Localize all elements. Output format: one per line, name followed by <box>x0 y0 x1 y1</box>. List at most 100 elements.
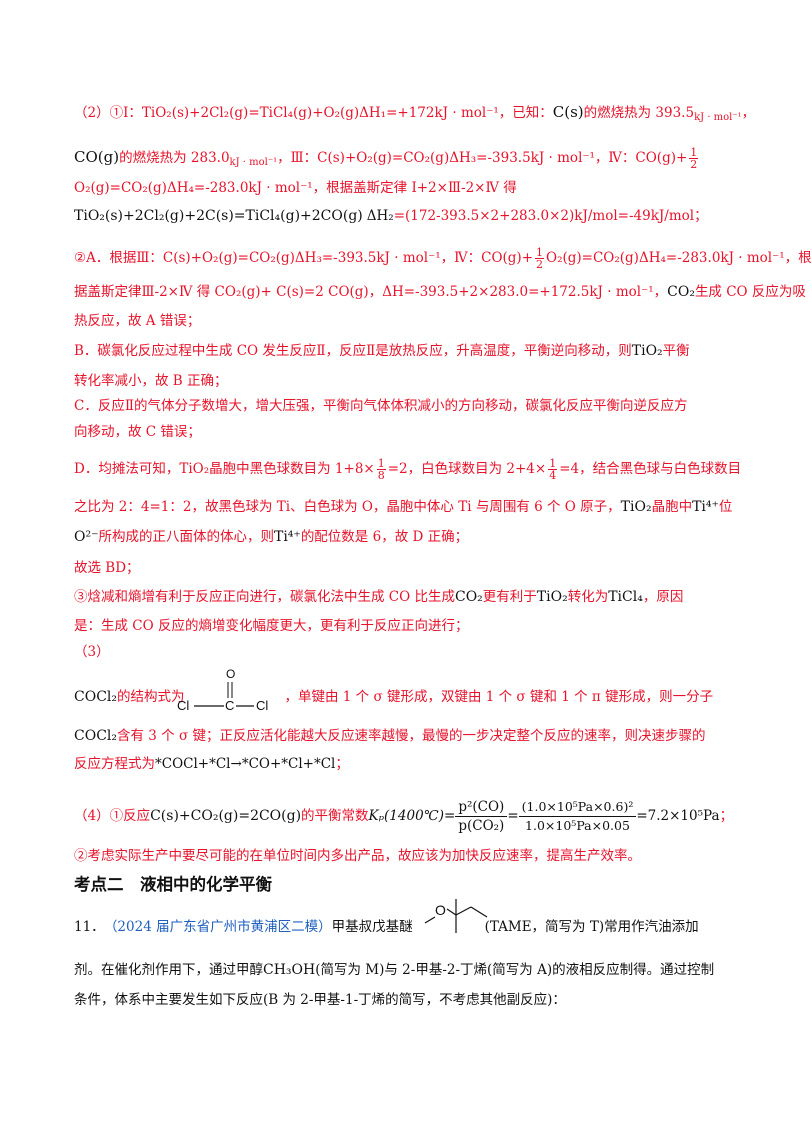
text-line: ②A．根据Ⅲ：C(s)+O₂(g)=CO₂(g)ΔH₃=-393.5kJ · m… <box>74 246 812 271</box>
equation: C(s)+CO₂(g)=2CO(g) <box>150 808 302 824</box>
mechanism-step: *COCl+*Cl→*CO+*Cl+*Cl <box>155 756 336 772</box>
text-span: ③焓减和熵增有利于反应正向进行，碳氯化法中生成 CO 比生成 <box>74 589 455 605</box>
question-line: 11． （2024 届广东省广州市黄浦区二模）甲基叔戊基醚 (TAME，简写为 T)… <box>74 918 734 936</box>
fraction: p²(CO)p(CO₂) <box>455 798 508 835</box>
text-line: 剂。在催化剂作用下，通过甲醇CH₃OH(简写为 M)与 2-甲基-2-丁烯(简写… <box>74 961 734 979</box>
text-span: =(172-393.5×2+283.0×2)kJ/mol=-49kJ/mol； <box>393 208 708 224</box>
atom-cl-left: Cl <box>177 698 189 713</box>
delta-h: ΔH₂ <box>366 208 394 224</box>
text-line: 故选 BD； <box>74 560 140 576</box>
ion: Ti⁴⁺ <box>692 499 719 515</box>
text-span: 位 <box>718 499 733 515</box>
formula: TiCl₄ <box>608 589 643 605</box>
text-span: B．碳氯化反应过程中生成 CO 发生反应Ⅱ，反应Ⅱ是放热反应，升高温度，平衡逆向… <box>74 343 632 359</box>
text-span: ， <box>741 105 756 121</box>
text-line: B．碳氯化反应过程中生成 CO 发生反应Ⅱ，反应Ⅱ是放热反应，升高温度，平衡逆向… <box>74 342 734 360</box>
text-line: 热反应，故 A 错误； <box>74 313 201 329</box>
text-line: TiO₂(s)+2Cl₂(g)+2C(s)=TiCl₄(g)+2CO(g)ΔH₂… <box>74 207 734 225</box>
text-span: 的配位数是 6，故 D 正确； <box>300 529 469 545</box>
equals: = <box>507 808 519 824</box>
text-span: 所构成的正八面体的体心，则 <box>98 529 274 545</box>
text-span: O₂(g)=CO₂(g)ΔH₄=-283.0kJ · mol⁻¹，根 <box>546 250 812 266</box>
formula: C(s) <box>552 103 584 121</box>
text-line: ②考虑实际生产中要尽可能的在单位时间内多出产品，故应该为加快反应速率，提高生产效… <box>74 848 641 864</box>
text-span: 的结构式为 <box>117 689 185 705</box>
formula: TiO₂ <box>631 343 663 359</box>
formula: CH₃OH <box>263 962 316 978</box>
text-span: 晶胞中 <box>651 499 693 515</box>
text-line: （3） <box>74 644 110 660</box>
text-span: 甲基叔戊基醚 <box>331 919 413 935</box>
text-line: 反应方程式为*COCl+*Cl→*CO+*Cl+*Cl； <box>74 755 734 773</box>
formula: TiO₂ <box>536 589 568 605</box>
unit: kJ · mol⁻¹ <box>694 112 742 123</box>
text-span: ； <box>719 808 734 824</box>
text-span: ，Ⅲ：C(s)+O₂(g)=CO₂(g)ΔH₃=-393.5kJ · mol⁻¹… <box>277 150 688 166</box>
text-line: COCl₂的结构式为 ，单键由 1 个 σ 键形成，双键由 1 个 σ 键和 1 … <box>74 688 734 706</box>
unit: kJ · mol⁻¹ <box>229 157 278 168</box>
text-span: 平衡 <box>662 343 690 359</box>
text-span: 之比为 2：4=1：2，故黑色球为 Ti、白色球为 O，晶胞中体心 Ti 与周围… <box>74 499 621 515</box>
text-span: ； <box>335 756 349 772</box>
text-line: 之比为 2：4=1：2，故黑色球为 Ti、白色球为 O，晶胞中体心 Ti 与周围… <box>74 498 734 516</box>
text-line: 转化率减小，故 B 正确； <box>74 373 228 389</box>
formula: CO₂ <box>667 284 695 300</box>
question-number: 11． <box>74 919 105 935</box>
text-line: 是：生成 CO 反应的熵增变化幅度更大，更有利于反应正向进行； <box>74 618 469 634</box>
cocl2-structural-formula: O Cl C Cl <box>177 667 268 713</box>
question-source: （2024 届广东省广州市黄浦区二模） <box>110 919 332 935</box>
text-span: 生成 CO 反应为吸 <box>694 284 806 300</box>
atom-c: C <box>225 698 234 713</box>
ion: O²⁻ <box>74 529 99 545</box>
text-line: O²⁻所构成的正八面体的体心，则Ti⁴⁺的配位数是 6，故 D 正确； <box>74 528 734 546</box>
text-span: 据盖斯定律Ⅲ-2×Ⅳ 得 CO₂(g)+ C(s)=2 CO(g)，ΔH=-39… <box>74 284 668 300</box>
text-span: =2，白色球数目为 2+4× <box>387 461 547 477</box>
text-line: CO(g)的燃烧热为 283.0kJ · mol⁻¹，Ⅲ：C(s)+O₂(g)=… <box>74 147 734 172</box>
text-span: 的平衡常数 <box>301 808 369 824</box>
text-line: （2）①Ⅰ：TiO₂(s)+2Cl₂(g)=TiCl₄(g)+O₂(g)ΔH₁=… <box>74 103 755 127</box>
text-span: 剂。在催化剂作用下，通过甲醇 <box>74 962 263 978</box>
text-span: 反应方程式为 <box>74 756 155 772</box>
formula: CO(g) <box>74 148 120 166</box>
formula: TiO₂ <box>620 499 652 515</box>
svg-text:O: O <box>435 902 446 918</box>
text-span: 的燃烧热为 393.5 <box>583 105 695 121</box>
text-line: 向移动，故 C 错误； <box>74 424 201 440</box>
text-span: (简写为 M)与 2-甲基-2-丁烯(简写为 A)的液相反应制得。通过控制 <box>315 962 715 978</box>
text-line: （4）①反应C(s)+CO₂(g)=2CO(g)的平衡常数Kₚ(1400℃)=p… <box>74 796 734 836</box>
text-span: （4）①反应 <box>74 808 151 824</box>
text-line: COCl₂含有 3 个 σ 键；正反应活化能越大反应速率越慢，最慢的一步决定整个… <box>74 727 734 745</box>
text-line: C．反应Ⅱ的气体分子数增大，增大压强，平衡向气体体积减小的方向移动，碳氯化反应平… <box>74 398 688 414</box>
result: =7.2×10⁵Pa <box>636 808 720 824</box>
formula: CO₂ <box>454 589 483 605</box>
text-span: (TAME，简写为 T)常用作汽油添加 <box>484 919 699 935</box>
text-line: 条件，体系中主要发生如下反应(B 为 2-甲基-1-丁烯的简写，不考虑其他副反应… <box>74 992 566 1008</box>
equation: TiO₂(s)+2Cl₂(g)+2C(s)=TiCl₄(g)+2CO(g) <box>74 208 363 224</box>
equals: = <box>444 808 456 824</box>
atom-cl-right: Cl <box>256 698 268 713</box>
text-span: （2）①Ⅰ：TiO₂(s)+2Cl₂(g)=TiCl₄(g)+O₂(g)ΔH₁=… <box>74 105 553 121</box>
text-span: ，单键由 1 个 σ 键形成，双键由 1 个 σ 键和 1 个 π 键形成，则一… <box>284 689 714 705</box>
text-span: 含有 3 个 σ 键；正反应活化能越大反应速率越慢，最慢的一步决定整个反应的速率… <box>117 728 706 744</box>
text-line: 据盖斯定律Ⅲ-2×Ⅳ 得 CO₂(g)+ C(s)=2 CO(g)，ΔH=-39… <box>74 283 806 301</box>
formula: COCl₂ <box>74 689 117 705</box>
atom-o: O <box>226 667 235 681</box>
text-span: ②A．根据Ⅲ：C(s)+O₂(g)=CO₂(g)ΔH₃=-393.5kJ · m… <box>74 250 533 266</box>
text-span: ，原因 <box>642 589 684 605</box>
kp-symbol: Kₚ(1400℃) <box>368 808 445 824</box>
text-span: 更有利于 <box>482 589 537 605</box>
text-line: O₂(g)=CO₂(g)ΔH₄=-283.0kJ · mol⁻¹，根据盖斯定律 … <box>74 180 517 196</box>
text-line: ③焓减和熵增有利于反应正向进行，碳氯化法中生成 CO 比生成CO₂更有利于TiO… <box>74 588 734 606</box>
text-span: D．均摊法可知，TiO₂晶胞中黑色球数目为 1+8× <box>74 461 375 477</box>
text-span: 的燃烧热为 283.0 <box>119 150 230 166</box>
tame-skeletal-structure: O <box>424 899 488 933</box>
text-span: 转化为 <box>567 589 609 605</box>
section-heading: 考点二 液相中的化学平衡 <box>74 875 272 894</box>
text-span: =4，结合黑色球与白色球数目 <box>559 461 742 477</box>
